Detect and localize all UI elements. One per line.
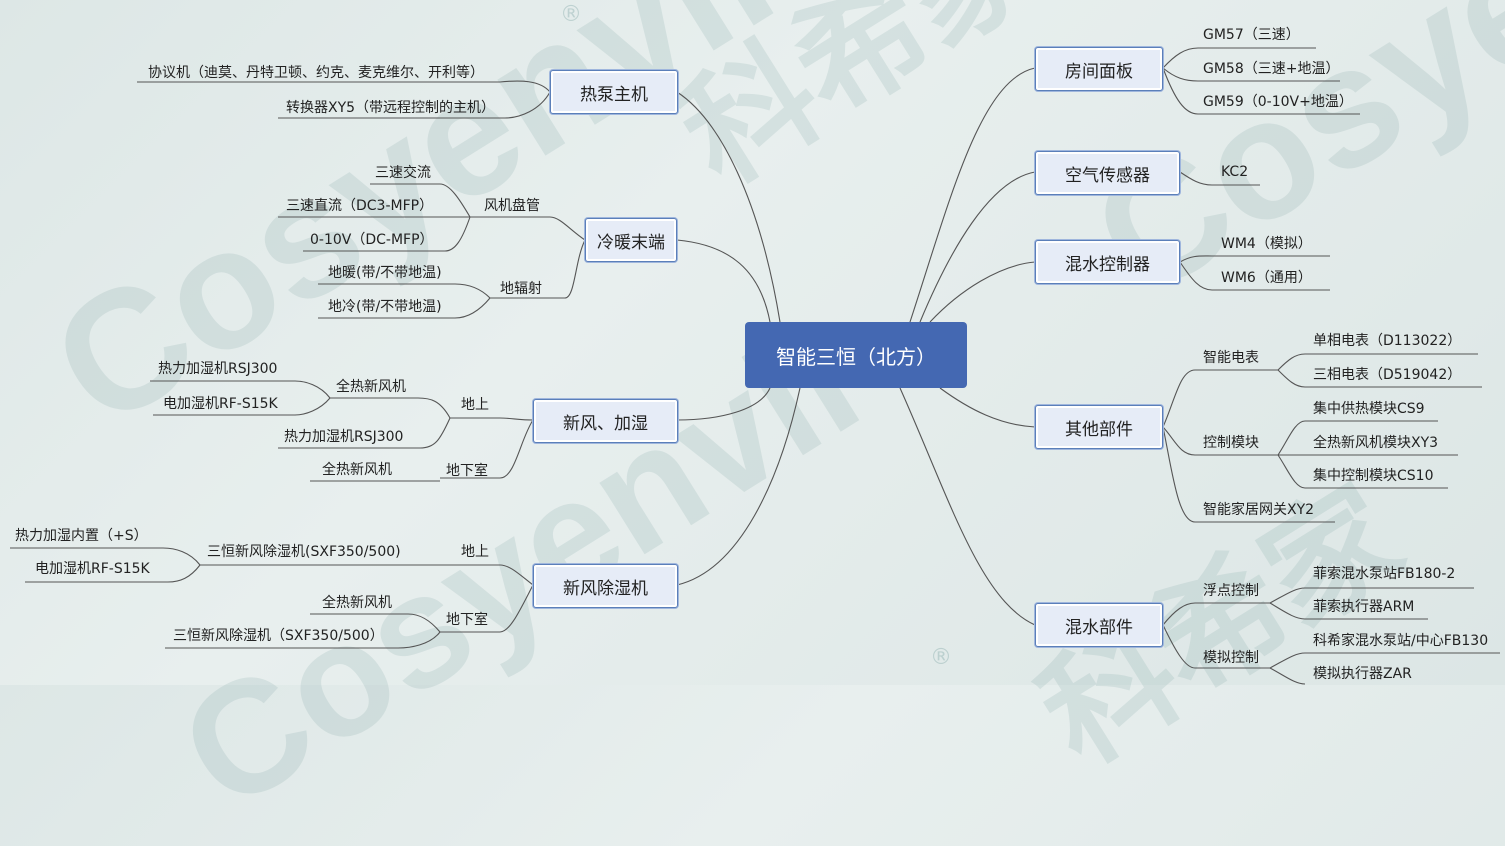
leaf-module-cs10[interactable]: 集中控制模块CS10 bbox=[1313, 468, 1434, 484]
link-center-fresh bbox=[676, 387, 771, 421]
leaf-floor-cooling[interactable]: 地冷(带/不带地温) bbox=[328, 299, 442, 315]
subtopic-erv[interactable]: 全热新风机 bbox=[336, 379, 406, 395]
topic-heatpump[interactable]: 热泵主机 bbox=[550, 70, 678, 114]
leaf-kc2[interactable]: KC2 bbox=[1221, 164, 1249, 180]
leaf-fan-coil-ac[interactable]: 三速交流 bbox=[375, 165, 431, 181]
subtopic-smart-meter[interactable]: 智能电表 bbox=[1203, 350, 1259, 366]
leaf-electric-humidifier[interactable]: 电加湿机RF-S15K bbox=[163, 396, 278, 412]
leaf-wm4[interactable]: WM4（模拟） bbox=[1221, 236, 1312, 252]
subtopic-basement[interactable]: 地下室 bbox=[446, 612, 488, 628]
registered-mark: ® bbox=[930, 645, 952, 670]
registered-mark: ® bbox=[560, 2, 582, 27]
leaf-sxf-basement[interactable]: 三恒新风除湿机（SXF350/500） bbox=[173, 628, 384, 644]
leaf-arm-actuator[interactable]: 菲索执行器ARM bbox=[1313, 599, 1415, 615]
subtopic-analog-control[interactable]: 模拟控制 bbox=[1203, 650, 1259, 666]
leaf-builtin-humidifier[interactable]: 热力加湿内置（+S） bbox=[15, 528, 148, 544]
leaf-fb180[interactable]: 菲索混水泵站FB180-2 bbox=[1313, 566, 1456, 582]
link-center-other bbox=[939, 387, 1036, 428]
link-center-heatpump bbox=[676, 91, 781, 323]
leaf-gateway-xy2[interactable]: 智能家居网关XY2 bbox=[1203, 502, 1315, 518]
subtopic-float-control[interactable]: 浮点控制 bbox=[1203, 583, 1259, 599]
subtopic-basement[interactable]: 地下室 bbox=[446, 463, 488, 479]
leaf-erv-basement[interactable]: 全热新风机 bbox=[322, 462, 392, 478]
link-center-terminal bbox=[676, 239, 771, 323]
subtopic-floor-radiant[interactable]: 地辐射 bbox=[500, 281, 542, 297]
link-center-dehum bbox=[676, 387, 801, 586]
leaf-converter-xy5[interactable]: 转换器XY5（带远程控制的主机） bbox=[286, 100, 496, 116]
topic-air-sensor[interactable]: 空气传感器 bbox=[1035, 151, 1180, 195]
leaf-module-cs9[interactable]: 集中供热模块CS9 bbox=[1313, 401, 1425, 417]
leaf-fan-coil-010v[interactable]: 0-10V（DC-MFP） bbox=[310, 232, 434, 248]
subtopic-ground[interactable]: 地上 bbox=[461, 397, 489, 413]
link-center-mix bbox=[929, 261, 1036, 323]
subtopic-ground[interactable]: 地上 bbox=[461, 544, 489, 560]
link-center-air bbox=[919, 171, 1036, 323]
central-topic[interactable]: 智能三恒（北方） bbox=[745, 322, 967, 388]
topic-mix-parts[interactable]: 混水部件 bbox=[1035, 603, 1163, 647]
connector-lines bbox=[10, 47, 1500, 685]
leaf-wm6[interactable]: WM6（通用） bbox=[1221, 270, 1312, 286]
leaf-thermal-humidifier[interactable]: 热力加湿机RSJ300 bbox=[284, 429, 404, 445]
leaf-protocol-unit[interactable]: 协议机（迪莫、丹特卫顿、约克、麦克维尔、开利等） bbox=[148, 65, 484, 81]
subtopic-fan-coil[interactable]: 风机盘管 bbox=[484, 198, 540, 214]
leaf-zar-actuator[interactable]: 模拟执行器ZAR bbox=[1313, 666, 1412, 682]
link-center-water bbox=[899, 387, 1036, 626]
leaf-gm59[interactable]: GM59（0-10V+地温） bbox=[1203, 94, 1353, 110]
topic-room-panel[interactable]: 房间面板 bbox=[1035, 47, 1163, 91]
leaf-gm58[interactable]: GM58（三速+地温） bbox=[1203, 61, 1340, 77]
topic-terminal[interactable]: 冷暖末端 bbox=[585, 218, 677, 262]
topic-dehumidifier[interactable]: 新风除湿机 bbox=[533, 564, 678, 608]
leaf-module-xy3[interactable]: 全热新风机模块XY3 bbox=[1313, 435, 1439, 451]
subtopic-sxf-dehumidifier[interactable]: 三恒新风除湿机(SXF350/500) bbox=[207, 544, 401, 560]
leaf-three-phase-meter[interactable]: 三相电表（D519042） bbox=[1313, 367, 1462, 383]
leaf-erv-basement[interactable]: 全热新风机 bbox=[322, 595, 392, 611]
topic-other-parts[interactable]: 其他部件 bbox=[1035, 405, 1163, 449]
topic-fresh-air[interactable]: 新风、加湿 bbox=[533, 399, 678, 443]
leaf-floor-heating[interactable]: 地暖(带/不带地温) bbox=[328, 265, 442, 281]
mindmap-canvas: Cosyenvir Cosyenvir Cosyenvir 科希家 科希家 ® … bbox=[10, 0, 1505, 843]
topic-mix-controller[interactable]: 混水控制器 bbox=[1035, 240, 1180, 284]
leaf-electric-humidifier[interactable]: 电加湿机RF-S15K bbox=[35, 561, 150, 577]
leaf-gm57[interactable]: GM57（三速） bbox=[1203, 27, 1300, 43]
leaf-single-phase-meter[interactable]: 单相电表（D113022） bbox=[1313, 333, 1462, 349]
leaf-thermal-humidifier[interactable]: 热力加湿机RSJ300 bbox=[158, 361, 278, 377]
leaf-fb130[interactable]: 科希家混水泵站/中心FB130 bbox=[1313, 633, 1489, 649]
link-center-panel bbox=[909, 67, 1036, 323]
leaf-fan-coil-dc[interactable]: 三速直流（DC3-MFP） bbox=[286, 198, 434, 214]
subtopic-control-module[interactable]: 控制模块 bbox=[1203, 435, 1259, 451]
